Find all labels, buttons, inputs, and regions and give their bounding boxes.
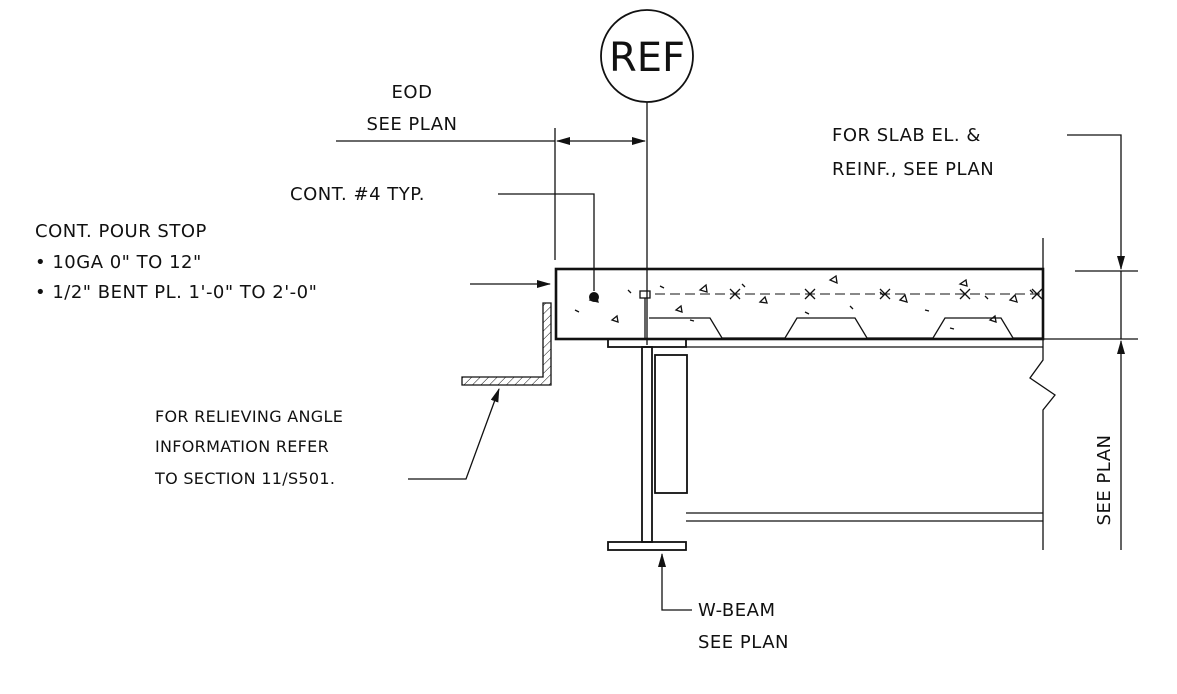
eod-see-plan-label: SEE PLAN xyxy=(367,114,458,135)
relieving-angle-line3: TO SECTION 11/S501. xyxy=(154,469,335,488)
cont-bar-label: CONT. #4 TYP. xyxy=(290,184,425,205)
metal-deck xyxy=(649,317,1043,339)
pour-stop-item-2: • 1/2" BENT PL. 1'-0" TO 2'-0" xyxy=(35,282,317,303)
pour-stop-title: CONT. POUR STOP xyxy=(35,221,207,242)
slab-note-line2: REINF., SEE PLAN xyxy=(832,159,994,180)
beam-web xyxy=(641,346,653,543)
beam-bottom-flange xyxy=(607,541,687,551)
ref-bubble: REF xyxy=(600,9,694,103)
ref-label: REF xyxy=(609,35,685,81)
eod-dimension: EOD SEE PLAN xyxy=(336,82,646,260)
shear-stud-head xyxy=(639,290,651,299)
pour-stop-item-1: • 10GA 0" TO 12" xyxy=(35,252,202,273)
pour-stop-note: CONT. POUR STOP • 10GA 0" TO 12" • 1/2" … xyxy=(35,221,551,303)
relieving-angle-line2: INFORMATION REFER xyxy=(155,437,329,456)
relieving-angle-note: FOR RELIEVING ANGLE INFORMATION REFER TO… xyxy=(154,388,500,488)
cont-bar-leader xyxy=(498,193,595,291)
slab-outline xyxy=(554,267,1045,341)
relieving-angle-line1: FOR RELIEVING ANGLE xyxy=(155,407,343,426)
beam-see-plan-label: SEE PLAN xyxy=(698,632,789,653)
cont-bar-note: CONT. #4 TYP. xyxy=(290,184,595,291)
relieving-angle-shape xyxy=(461,302,552,386)
beam-stiffener xyxy=(654,354,688,494)
concrete-slab xyxy=(554,267,1045,341)
relieving-angle xyxy=(461,302,552,386)
eod-label: EOD xyxy=(392,82,433,103)
concrete-stipple xyxy=(574,274,1034,330)
beam-label: W-BEAM xyxy=(698,600,776,621)
beam-note: W-BEAM SEE PLAN xyxy=(658,553,789,653)
break-line xyxy=(1029,238,1056,550)
mesh-crossings xyxy=(729,288,1043,300)
slab-note-leader xyxy=(1067,134,1125,270)
side-dim-label: SEE PLAN xyxy=(1094,435,1115,526)
cont-bar xyxy=(589,292,599,302)
slab-note-line1: FOR SLAB EL. & xyxy=(832,125,981,146)
w-beam xyxy=(607,238,1056,551)
side-dimension: SEE PLAN xyxy=(1040,270,1138,550)
slab-note: FOR SLAB EL. & REINF., SEE PLAN xyxy=(832,125,1125,270)
beam-leader xyxy=(658,553,692,611)
relieving-angle-leader xyxy=(408,388,500,480)
